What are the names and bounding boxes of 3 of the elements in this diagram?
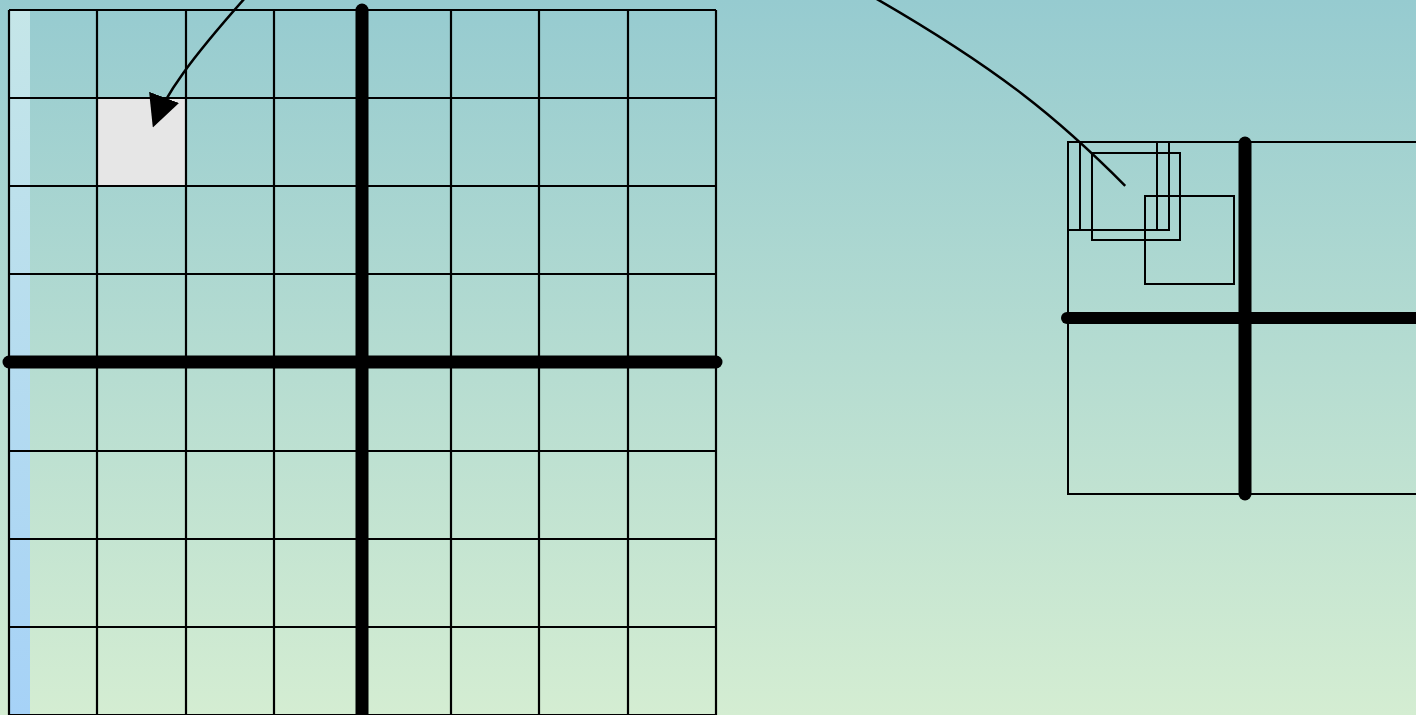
- connector-line: [874, 0, 1127, 187]
- square-outline: [1091, 152, 1181, 241]
- arrow: [150, 0, 246, 128]
